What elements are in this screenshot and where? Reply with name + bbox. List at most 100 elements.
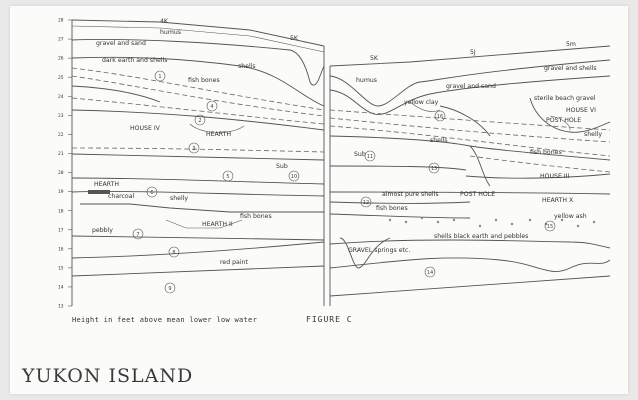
page-title: YUKON ISLAND xyxy=(21,365,193,387)
stratum-label: yellow clay xyxy=(404,99,439,106)
stratum-number-circle xyxy=(132,228,144,240)
stratum-label: shelly xyxy=(170,195,188,202)
figure-label: FIGURE C xyxy=(306,315,353,324)
stratum-label: HOUSE IV xyxy=(130,125,161,132)
stratum-label: shells black earth and pebbles xyxy=(434,233,528,240)
scale-tick-label: 22 xyxy=(58,132,64,138)
stratum-number: 13 xyxy=(431,166,437,172)
scale-tick-label: 17 xyxy=(58,227,64,233)
stratum-label: charcoal xyxy=(108,193,135,200)
stratum-number-circle xyxy=(424,266,436,278)
stratum-number: 8 xyxy=(172,250,175,256)
stratum-label: humus xyxy=(356,77,377,84)
stratum-label: yellow ash xyxy=(554,213,587,220)
scale-tick-label: 27 xyxy=(58,37,64,43)
stratum-label: HEARTH X xyxy=(542,197,574,204)
stratum-label: humus xyxy=(160,29,181,36)
scale-tick-label: 16 xyxy=(58,246,64,252)
stratum-label: fish bones xyxy=(376,205,408,212)
stratum-label: gravel and shells xyxy=(544,65,597,72)
station-label: 5K xyxy=(370,55,379,62)
scale-tick-label: 28 xyxy=(58,18,64,24)
stratum-number-circle xyxy=(222,170,234,182)
stratum-number: 14 xyxy=(427,270,433,276)
stratum-number: 7 xyxy=(136,232,139,238)
scale-tick-label: 23 xyxy=(58,113,64,119)
stratum-number: 4 xyxy=(210,104,213,110)
stratum-number-circle xyxy=(206,100,218,112)
scale-tick-label: 13 xyxy=(58,304,64,310)
stratum-label: HEARTH II xyxy=(202,221,233,228)
axis-caption: Height in feet above mean lower low wate… xyxy=(72,316,257,324)
height-scale: 28 27 26 25 24 23 22 21 20 19 18 17 16 15 14 13 xyxy=(58,18,73,310)
stratum-number: 16 xyxy=(437,114,443,120)
stratum-number: 6 xyxy=(150,190,153,196)
stratum-label: HOUSE VI xyxy=(566,107,596,114)
pebble-marks xyxy=(388,216,596,228)
stratum-label: almost pure shells xyxy=(382,191,439,198)
stratum-label: POST HOLE xyxy=(460,191,495,198)
stratum-number-circle xyxy=(146,186,158,198)
stratum-label: shells xyxy=(238,63,256,70)
stratum-number-circle xyxy=(364,150,376,162)
scale-tick-label: 14 xyxy=(58,285,64,291)
scale-tick-label: 18 xyxy=(58,208,64,214)
scale-tick-label: 21 xyxy=(58,151,64,157)
stratum-label: red paint xyxy=(220,259,248,266)
charcoal-band xyxy=(88,190,110,194)
stratum-label: shelly xyxy=(584,131,602,138)
stratum-number-circle xyxy=(168,246,180,258)
stratum-number-circle xyxy=(188,142,200,154)
section-divider xyxy=(323,46,331,306)
stratum-label: fish bones xyxy=(188,77,220,84)
stratum-number-circle xyxy=(154,70,166,82)
stratum-label: pebbly xyxy=(92,227,113,234)
station-label: 5m xyxy=(566,41,576,48)
stratum-number-circle xyxy=(288,170,300,182)
stratum-label: HEARTH xyxy=(206,131,231,138)
right-section-strata xyxy=(329,45,611,297)
stratum-number: 1 xyxy=(158,74,161,80)
stratum-number-circle xyxy=(360,196,372,208)
stratum-label: Sub xyxy=(354,151,366,158)
stratum-number: 3 xyxy=(192,146,195,152)
station-label: 5K xyxy=(290,35,299,42)
stratum-number: 10 xyxy=(291,174,297,180)
stratum-number: 9 xyxy=(168,286,171,292)
stratum-label: dark earth and shells xyxy=(102,57,168,64)
stratum-number: 12 xyxy=(363,200,369,206)
stratum-label: HOUSE III xyxy=(540,173,570,180)
stratum-number: 2 xyxy=(198,118,201,124)
stratum-label: shells xyxy=(430,137,448,144)
left-section-strata xyxy=(71,19,325,277)
stratum-number-circle xyxy=(428,162,440,174)
stratum-number-circle xyxy=(194,114,206,126)
stratum-label: fish bones xyxy=(530,149,562,156)
scale-tick-label: 24 xyxy=(58,94,64,100)
stratum-label: fish bones xyxy=(240,213,272,220)
station-label: 4K xyxy=(160,18,169,25)
stratum-number: 11 xyxy=(367,154,373,160)
stratum-number: 15 xyxy=(547,224,553,230)
stratum-label: sterile beach gravel xyxy=(534,95,596,102)
stratum-number-circle xyxy=(434,110,446,122)
scale-tick-label: 15 xyxy=(58,265,64,271)
stratum-label: HEARTH xyxy=(94,181,119,188)
scale-tick-label: 19 xyxy=(58,189,64,195)
stratum-label: Sub xyxy=(276,163,288,170)
stratum-number-circle xyxy=(544,220,556,232)
stratum-label: GRAVEL springs etc. xyxy=(348,247,410,254)
stratum-labels: humus gravel and sand dark earth and she… xyxy=(92,29,602,266)
stratum-label: gravel and sand xyxy=(96,40,146,47)
scale-tick-label: 25 xyxy=(58,75,64,81)
stratum-label: POST HOLE xyxy=(546,117,581,124)
scale-tick-label: 26 xyxy=(58,56,64,62)
stratum-label: gravel and sand xyxy=(446,83,496,90)
station-label: 5J xyxy=(470,49,476,56)
stratum-number-circle xyxy=(164,282,176,294)
scale-tick-label: 20 xyxy=(58,170,64,176)
